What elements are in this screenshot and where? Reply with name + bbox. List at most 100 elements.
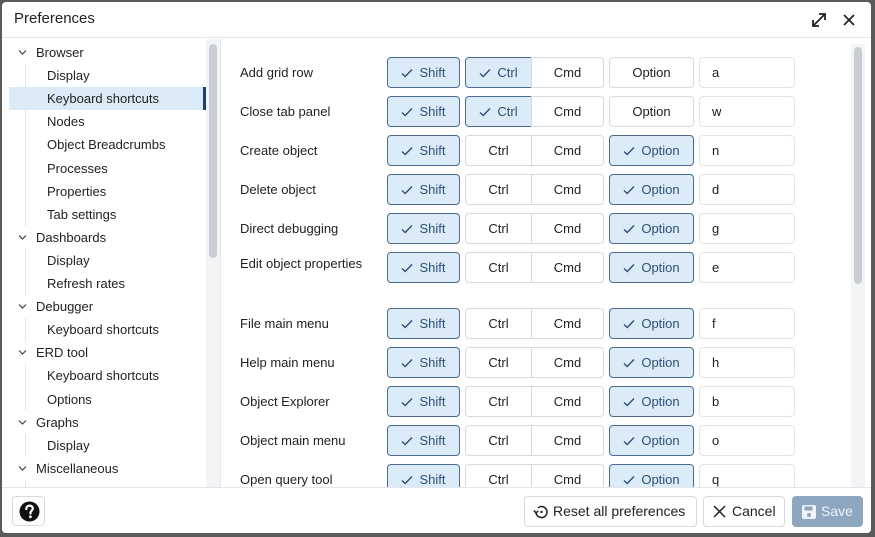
- shift-toggle[interactable]: Shift: [387, 213, 460, 244]
- tree-item-keyboard-shortcuts[interactable]: Keyboard shortcuts: [9, 318, 206, 341]
- shortcut-key-input[interactable]: g: [699, 213, 795, 244]
- close-button[interactable]: [840, 11, 858, 29]
- ctrl-toggle[interactable]: Ctrl: [465, 347, 532, 378]
- ctrl-toggle-label: Ctrl: [488, 394, 509, 409]
- ctrl-toggle[interactable]: Ctrl: [465, 213, 532, 244]
- tree-item-options[interactable]: Options: [9, 388, 206, 411]
- option-toggle[interactable]: Option: [609, 252, 694, 283]
- cmd-toggle[interactable]: Cmd: [531, 213, 604, 244]
- shift-toggle[interactable]: Shift: [387, 96, 460, 127]
- tree-item-label: ERD tool: [36, 345, 89, 361]
- cmd-toggle[interactable]: Cmd: [531, 308, 604, 339]
- option-toggle-label: Option: [641, 355, 680, 370]
- ctrl-toggle[interactable]: Ctrl: [465, 135, 532, 166]
- ctrl-toggle[interactable]: Ctrl: [465, 174, 532, 205]
- tree-item-label: Processes: [47, 160, 108, 176]
- main-scrollbar-thumb[interactable]: [854, 47, 862, 284]
- cmd-toggle[interactable]: Cmd: [531, 174, 604, 205]
- shortcut-key-input[interactable]: e: [699, 252, 795, 283]
- shortcut-key-input[interactable]: b: [699, 386, 795, 417]
- shortcut-key-input[interactable]: a: [699, 57, 795, 88]
- shortcut-key-input[interactable]: w: [699, 96, 795, 127]
- cmd-toggle[interactable]: Cmd: [531, 425, 604, 456]
- option-toggle-label: Option: [632, 104, 671, 119]
- checkmark-icon: [623, 225, 635, 234]
- ctrl-toggle[interactable]: Ctrl: [465, 308, 532, 339]
- ctrl-toggle[interactable]: Ctrl: [465, 425, 532, 456]
- option-toggle[interactable]: Option: [609, 464, 694, 487]
- shift-toggle[interactable]: Shift: [387, 464, 460, 487]
- tree-group-browser[interactable]: Browser: [9, 41, 206, 64]
- shortcut-key-input[interactable]: h: [699, 347, 795, 378]
- ctrl-toggle[interactable]: Ctrl: [465, 96, 532, 127]
- tree-item-display[interactable]: Display: [9, 64, 206, 87]
- shortcut-key-input[interactable]: o: [699, 425, 795, 456]
- option-toggle[interactable]: Option: [609, 308, 694, 339]
- checkmark-icon: [623, 186, 635, 195]
- cancel-button[interactable]: Cancel: [703, 496, 785, 527]
- maximize-button[interactable]: [810, 11, 828, 29]
- tree-item-processes[interactable]: Processes: [9, 157, 206, 180]
- cmd-toggle[interactable]: Cmd: [531, 135, 604, 166]
- tree-group-dashboards[interactable]: Dashboards: [9, 226, 206, 249]
- tree-item-label: Display: [47, 68, 90, 84]
- tree-item-display[interactable]: Display: [9, 249, 206, 272]
- option-toggle[interactable]: Option: [609, 347, 694, 378]
- tree-item-refresh-rates[interactable]: Refresh rates: [9, 272, 206, 295]
- cmd-toggle[interactable]: Cmd: [531, 252, 604, 283]
- save-button[interactable]: Save: [792, 496, 863, 527]
- tree-item-properties[interactable]: Properties: [9, 180, 206, 203]
- shortcut-key-input[interactable]: q: [699, 464, 795, 487]
- tree-item-label: Debugger: [36, 299, 94, 315]
- cmd-toggle[interactable]: Cmd: [531, 386, 604, 417]
- shift-toggle[interactable]: Shift: [387, 135, 460, 166]
- chevron-down-icon: [18, 419, 27, 425]
- cmd-toggle[interactable]: Cmd: [531, 464, 604, 487]
- shift-toggle[interactable]: Shift: [387, 252, 460, 283]
- option-toggle[interactable]: Option: [609, 174, 694, 205]
- tree-group-miscellaneous[interactable]: Miscellaneous: [9, 457, 206, 480]
- shift-toggle[interactable]: Shift: [387, 347, 460, 378]
- tree-item-keyboard-shortcuts[interactable]: Keyboard shortcuts: [9, 87, 206, 111]
- tree-group-debugger[interactable]: Debugger: [9, 295, 206, 318]
- tree-item-keyboard-shortcuts[interactable]: Keyboard shortcuts: [9, 364, 206, 387]
- tree-item-object-breadcrumbs[interactable]: Object Breadcrumbs: [9, 133, 206, 156]
- help-button[interactable]: [12, 496, 45, 526]
- shift-toggle[interactable]: Shift: [387, 425, 460, 456]
- shift-toggle[interactable]: Shift: [387, 174, 460, 205]
- tree-item-tab-settings[interactable]: Tab settings: [9, 203, 206, 226]
- option-toggle[interactable]: Option: [609, 386, 694, 417]
- shift-toggle[interactable]: Shift: [387, 57, 460, 88]
- shortcut-key-input[interactable]: f: [699, 308, 795, 339]
- shortcut-key-input[interactable]: n: [699, 135, 795, 166]
- checkmark-icon: [402, 398, 413, 407]
- tree-item-display[interactable]: Display: [9, 434, 206, 457]
- tree-group-graphs[interactable]: Graphs: [9, 411, 206, 434]
- reset-all-preferences-button[interactable]: Reset all preferences: [524, 496, 697, 527]
- shift-toggle-label: Shift: [419, 65, 446, 80]
- option-toggle[interactable]: Option: [609, 57, 694, 88]
- tree-item-label: Keyboard shortcuts: [47, 91, 160, 107]
- ctrl-toggle[interactable]: Ctrl: [465, 252, 532, 283]
- option-toggle[interactable]: Option: [609, 213, 694, 244]
- sidebar-scrollbar[interactable]: [206, 39, 220, 487]
- option-toggle[interactable]: Option: [609, 96, 694, 127]
- shift-toggle[interactable]: Shift: [387, 386, 460, 417]
- ctrl-toggle[interactable]: Ctrl: [465, 464, 532, 487]
- tree-item-nodes[interactable]: Nodes: [9, 110, 206, 133]
- tree-item-label: Miscellaneous: [36, 460, 119, 476]
- cmd-toggle[interactable]: Cmd: [531, 57, 604, 88]
- ctrl-toggle-label: Ctrl: [488, 472, 509, 487]
- option-toggle[interactable]: Option: [609, 425, 694, 456]
- cmd-toggle[interactable]: Cmd: [531, 96, 604, 127]
- option-toggle[interactable]: Option: [609, 135, 694, 166]
- sidebar-scrollbar-thumb[interactable]: [209, 44, 217, 258]
- shortcut-key-input[interactable]: d: [699, 174, 795, 205]
- ctrl-toggle[interactable]: Ctrl: [465, 386, 532, 417]
- ctrl-toggle[interactable]: Ctrl: [465, 57, 532, 88]
- shift-toggle[interactable]: Shift: [387, 308, 460, 339]
- cmd-toggle[interactable]: Cmd: [531, 347, 604, 378]
- shortcut-label: Delete object: [240, 182, 316, 197]
- main-scrollbar[interactable]: [851, 44, 865, 487]
- tree-group-erd-tool[interactable]: ERD tool: [9, 341, 206, 364]
